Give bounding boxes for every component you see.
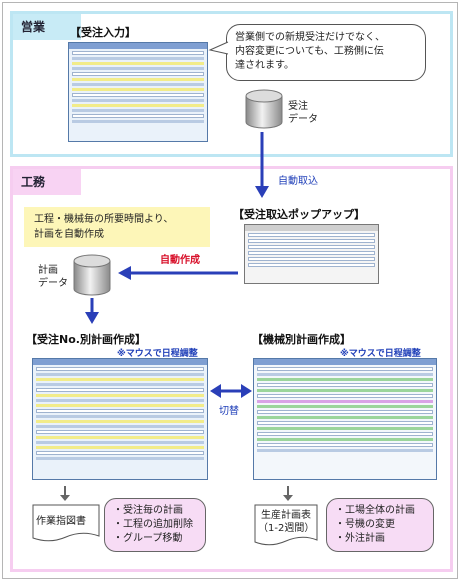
auto-create-label: 自動作成	[160, 255, 200, 266]
plan-database-icon	[73, 254, 111, 296]
sales-callout-line: 営業側での新規受注だけでなく、	[235, 32, 385, 43]
sales-callout-line: 達されます。	[235, 60, 294, 71]
machine-plan-feature-item: ・工場全体の計画	[335, 505, 415, 516]
order-plan-feature-item: ・工程の追加削除	[113, 519, 193, 530]
auto-import-label: 自動取込	[278, 176, 318, 187]
engineering-note-line: 工程・機械毎の所要時間より、	[34, 214, 174, 225]
auto-import-arrow	[255, 132, 269, 198]
machine-plan-output-arrow	[283, 486, 293, 501]
engineering-section-label: 工務	[13, 169, 81, 195]
plan-to-order-arrow	[85, 298, 99, 324]
machine-plan-feature-item: ・外注計画	[335, 533, 385, 544]
order-plan-feature-item: ・グループ移動	[113, 533, 183, 544]
sales-section-label: 営業	[13, 14, 81, 40]
order-entry-screenshot	[68, 42, 208, 142]
order-database-label-line: データ	[288, 114, 318, 125]
order-plan-screenshot	[32, 358, 208, 480]
order-plan-feature-item: ・受注毎の計画	[113, 505, 183, 516]
machine-plan-title: 【機械別計画作成】	[252, 333, 351, 346]
order-database-label-line: 受注	[288, 101, 308, 112]
order-plan-output-arrow	[60, 486, 70, 501]
sales-callout-line: 内容変更についても、工務側に伝	[235, 46, 384, 57]
production-schedule-label: 生産計画表 （1-2週間）	[258, 509, 314, 535]
production-schedule-document-icon	[254, 504, 318, 546]
switch-label: 切替	[219, 406, 239, 417]
popup-title: 【受注取込ポップアップ】	[233, 208, 365, 221]
work-instruction-document-icon	[32, 504, 100, 542]
machine-plan-features: ・工場全体の計画 ・号機の変更 ・外注計画	[326, 498, 434, 552]
plan-database-label-line: 計画	[38, 265, 58, 276]
popup-screenshot	[244, 224, 379, 284]
plan-database-label-line: データ	[38, 278, 68, 289]
machine-plan-screenshot	[253, 358, 437, 480]
plan-database-label: 計画 データ	[38, 264, 68, 290]
callout-pointer	[208, 41, 229, 55]
order-plan-title: 【受注No.別計画作成】	[26, 333, 146, 346]
machine-plan-note: ※マウスで日程調整	[340, 349, 421, 359]
production-schedule-label-line: （1-2週間）	[258, 523, 315, 534]
order-entry-title: 【受注入力】	[70, 26, 136, 39]
production-schedule-label-line: 生産計画表	[261, 510, 311, 521]
switch-arrow	[210, 384, 252, 398]
order-plan-note: ※マウスで日程調整	[117, 349, 198, 359]
engineering-note: 工程・機械毎の所要時間より、 計画を自動作成	[24, 207, 210, 247]
order-plan-features: ・受注毎の計画 ・工程の追加削除 ・グループ移動	[104, 498, 206, 552]
auto-create-arrow	[118, 266, 238, 280]
engineering-note-line: 計画を自動作成	[34, 229, 104, 240]
machine-plan-feature-item: ・号機の変更	[335, 519, 395, 530]
order-database-label: 受注 データ	[288, 100, 318, 126]
sales-callout: 営業側での新規受注だけでなく、 内容変更についても、工務側に伝 達されます。	[226, 24, 426, 81]
order-database-icon	[245, 89, 283, 129]
work-instruction-label: 作業指図書	[36, 516, 86, 527]
